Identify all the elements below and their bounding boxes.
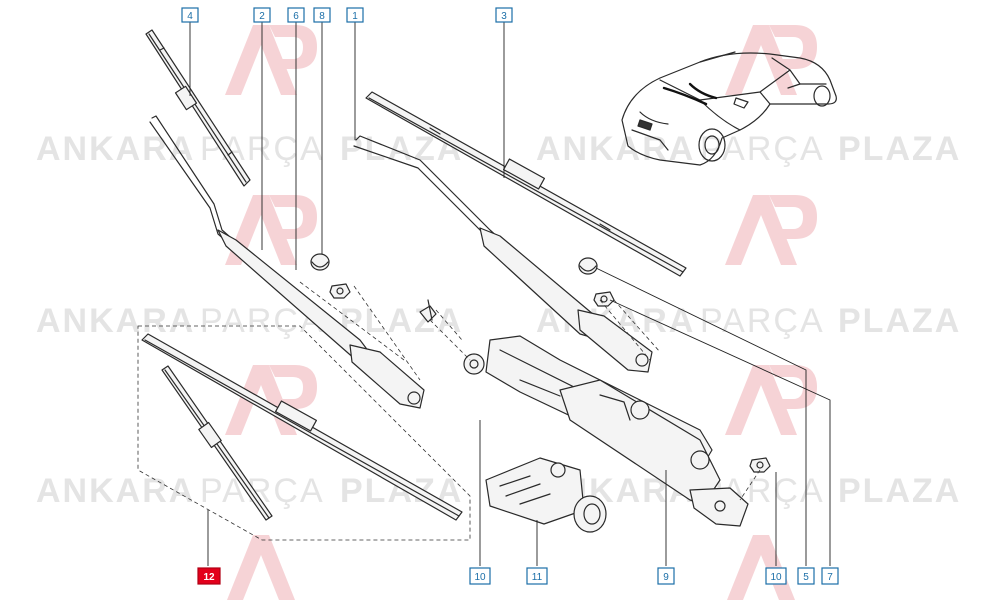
watermark-parca: PARÇA xyxy=(700,130,825,168)
svg-text:9: 9 xyxy=(663,572,669,583)
wiper-blade-set xyxy=(137,325,471,541)
leader-lines xyxy=(189,22,831,566)
watermark-plaza: PLAZA xyxy=(838,130,961,168)
callout-8: 8 xyxy=(313,7,331,23)
callout-11: 11 xyxy=(526,567,548,585)
svg-text:10: 10 xyxy=(474,572,486,583)
svg-text:11: 11 xyxy=(532,572,543,583)
watermark-ankara: ANKARA xyxy=(36,472,195,510)
callout-2: 2 xyxy=(253,7,271,23)
watermark-plaza: PLAZA xyxy=(838,472,961,510)
watermark-ankara: ANKARA xyxy=(536,130,695,168)
wiper-motor xyxy=(485,457,607,533)
svg-text:6: 6 xyxy=(293,11,299,22)
watermark-plaza: PLAZA xyxy=(838,302,961,340)
callout-10a: 10 xyxy=(469,567,491,585)
watermark-ankara: ANKARA xyxy=(36,302,195,340)
wiper-linkage xyxy=(463,335,749,527)
watermark-logo xyxy=(225,25,317,95)
watermark-parca: PARÇA xyxy=(700,302,825,340)
watermark-logo xyxy=(725,365,817,435)
small-parts xyxy=(310,253,771,473)
wiper-blade-large xyxy=(365,91,687,277)
svg-text:2: 2 xyxy=(259,11,265,22)
svg-text:3: 3 xyxy=(501,11,507,22)
watermark-plaza: PLAZA xyxy=(340,302,463,340)
callout-6: 6 xyxy=(287,7,305,23)
wiper-arm-left xyxy=(149,115,425,409)
callout-12[interactable]: 12 xyxy=(197,567,221,585)
watermark-logo xyxy=(725,195,817,265)
svg-text:12: 12 xyxy=(203,572,215,583)
svg-text:7: 7 xyxy=(827,572,833,583)
callout-5: 5 xyxy=(797,567,815,585)
callout-4: 4 xyxy=(181,7,199,23)
svg-text:10: 10 xyxy=(770,572,782,583)
svg-text:1: 1 xyxy=(352,11,358,22)
watermark-texts: ANKARA PARÇA PLAZA ANKARA PARÇA PLAZA AN… xyxy=(36,130,961,510)
wiper-arm-right xyxy=(353,135,653,373)
callout-3: 3 xyxy=(495,7,513,23)
callout-1: 1 xyxy=(346,7,364,23)
watermark-ankara: ANKARA xyxy=(36,130,195,168)
watermark-logo xyxy=(227,535,295,600)
callout-7: 7 xyxy=(821,567,839,585)
callout-9: 9 xyxy=(657,567,675,585)
car-illustration xyxy=(621,51,837,166)
wiper-blade-small xyxy=(145,29,251,187)
svg-text:8: 8 xyxy=(319,11,325,22)
svg-text:5: 5 xyxy=(803,572,809,583)
callouts: 4 2 6 8 1 3 12 10 xyxy=(181,7,839,585)
callout-10b: 10 xyxy=(765,567,787,585)
svg-text:4: 4 xyxy=(187,11,193,22)
